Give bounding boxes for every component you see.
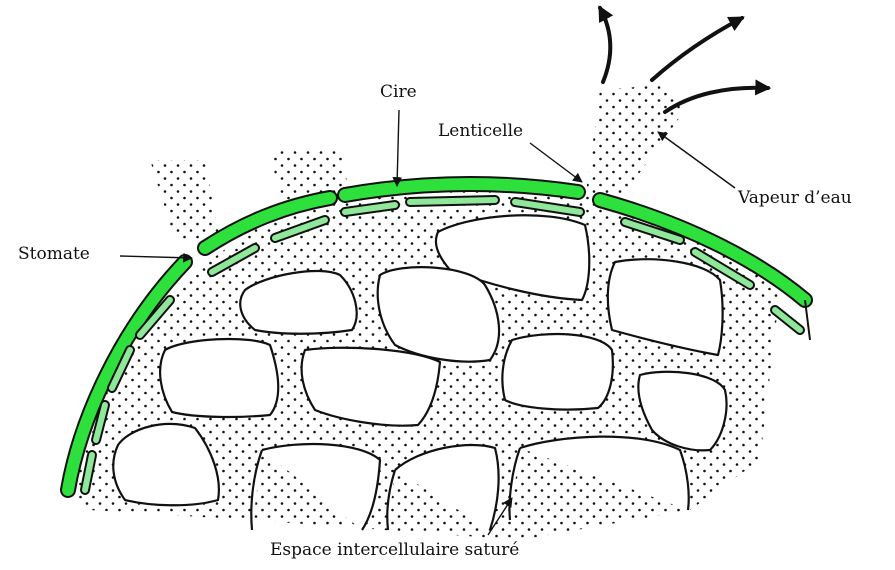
- label-lenticelle: Lenticelle: [438, 121, 523, 141]
- label-cire: Cire: [380, 82, 417, 102]
- label-vapeur: Vapeur d’eau: [738, 188, 852, 208]
- vapor-arrow: [652, 18, 742, 80]
- label-espace: Espace intercellulaire saturé: [270, 540, 519, 560]
- label-stomate: Stomate: [18, 244, 90, 264]
- cell: [160, 339, 278, 417]
- vapor-dots-stomate: [150, 160, 220, 240]
- vapor-plume: [585, 85, 685, 200]
- lenticelle-pointer: [530, 143, 582, 182]
- cell: [502, 334, 612, 410]
- vapor-arrow: [600, 8, 610, 82]
- cire-pointer: [397, 110, 399, 186]
- vapeur-pointer: [658, 132, 735, 188]
